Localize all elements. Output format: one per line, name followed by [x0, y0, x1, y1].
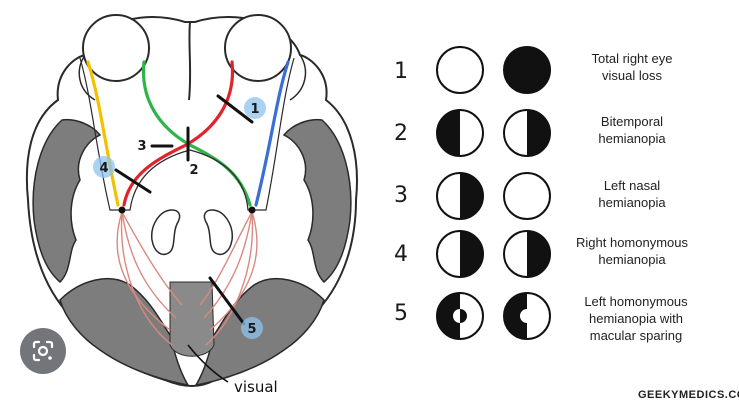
- callout-4: 4: [93, 156, 115, 178]
- row-5-right-field-icon: [503, 292, 551, 340]
- optic-radiations: [116, 211, 258, 346]
- row-5-number: 5: [394, 301, 408, 326]
- row-2-desc-line-2: hemianopia: [598, 131, 666, 146]
- left-lgn-dot: [118, 206, 126, 214]
- row-1-left-field-icon: [436, 46, 484, 94]
- row-2-left-field-icon: [436, 109, 484, 157]
- row-1-right-field-icon: [503, 46, 551, 94]
- right-lgn-dot: [248, 206, 256, 214]
- lesion-5-line: [208, 276, 246, 326]
- brain-illustration: [25, 16, 358, 387]
- row-1-number: 1: [394, 59, 408, 84]
- callout-2-label: 2: [189, 163, 198, 178]
- row-4-right-field-icon: [503, 230, 551, 278]
- pathway-outline: [79, 57, 295, 211]
- callout-4-label: 4: [99, 161, 108, 176]
- watermark: GEEKYMEDICS.COM: [638, 389, 739, 400]
- row-4-desc-line-1: Right homonymous: [576, 235, 688, 250]
- callout-3: 3: [137, 139, 146, 154]
- row-3-number: 3: [394, 183, 408, 208]
- longitudinal-fissure: [188, 21, 192, 101]
- callout-5: 5: [241, 317, 263, 339]
- right-eye-globe: [224, 14, 292, 82]
- left-temporal-cortex: [32, 118, 102, 284]
- left-occipital-cortex: [59, 277, 190, 387]
- row-4-number: 4: [394, 242, 408, 267]
- legend-row-5: 5 Left homonymous hemianopia with macula…: [394, 292, 688, 343]
- row-5-left-field-icon: [436, 292, 484, 340]
- left-ventricle: [151, 209, 181, 256]
- callout-1-label: 1: [250, 102, 259, 117]
- row-1-desc-line-1: Total right eye: [592, 51, 673, 66]
- fiber-yellow: [86, 60, 120, 207]
- lesion-4-line: [114, 168, 152, 194]
- legend-row-3: 3 Left nasal hemianopia: [394, 172, 666, 220]
- google-lens-button[interactable]: [20, 328, 66, 374]
- row-3-desc-line-1: Left nasal: [604, 178, 660, 193]
- legend-row-4: 4 Right homonymous hemianopia: [394, 230, 688, 278]
- right-temporal-cortex: [282, 118, 352, 284]
- row-3-right-field-icon: [503, 172, 551, 220]
- frontal-fold-left: [78, 54, 96, 101]
- row-5-desc-line-3: macular sparing: [590, 328, 683, 343]
- brainstem: [169, 281, 215, 357]
- right-ventricle: [203, 209, 233, 256]
- google-lens-icon: [32, 340, 54, 362]
- lesion-1-line: [216, 94, 254, 124]
- frontal-fold-right: [289, 54, 307, 101]
- fiber-blue: [254, 60, 290, 207]
- lesion-lines: [114, 94, 254, 326]
- optic-fibers: [86, 60, 290, 207]
- row-3-left-field-icon: [436, 172, 484, 220]
- row-2-right-field-icon: [503, 109, 551, 157]
- row-4-desc-line-2: hemianopia: [598, 252, 666, 267]
- row-5-desc-line-2: hemianopia with: [589, 311, 683, 326]
- legend-row-1: 1 Total right eye visual loss: [394, 46, 673, 94]
- row-3-desc-line-2: hemianopia: [598, 195, 666, 210]
- visual-label: visual: [234, 378, 278, 396]
- row-2-number: 2: [394, 121, 408, 146]
- callout-5-label: 5: [247, 322, 256, 337]
- row-5-desc-line-1: Left homonymous: [584, 294, 688, 309]
- callout-2: 2: [189, 163, 198, 178]
- callout-3-label: 3: [137, 139, 146, 154]
- visual-pointer-line: [187, 344, 229, 383]
- fiber-red: [122, 60, 235, 207]
- row-2-desc-line-1: Bitemporal: [601, 114, 663, 129]
- left-eye-globe: [82, 14, 150, 82]
- callout-1: 1: [244, 97, 266, 119]
- row-4-left-field-icon: [436, 230, 484, 278]
- legend-row-2: 2 Bitemporal hemianopia: [394, 109, 666, 157]
- row-1-desc-line-2: visual loss: [602, 68, 662, 83]
